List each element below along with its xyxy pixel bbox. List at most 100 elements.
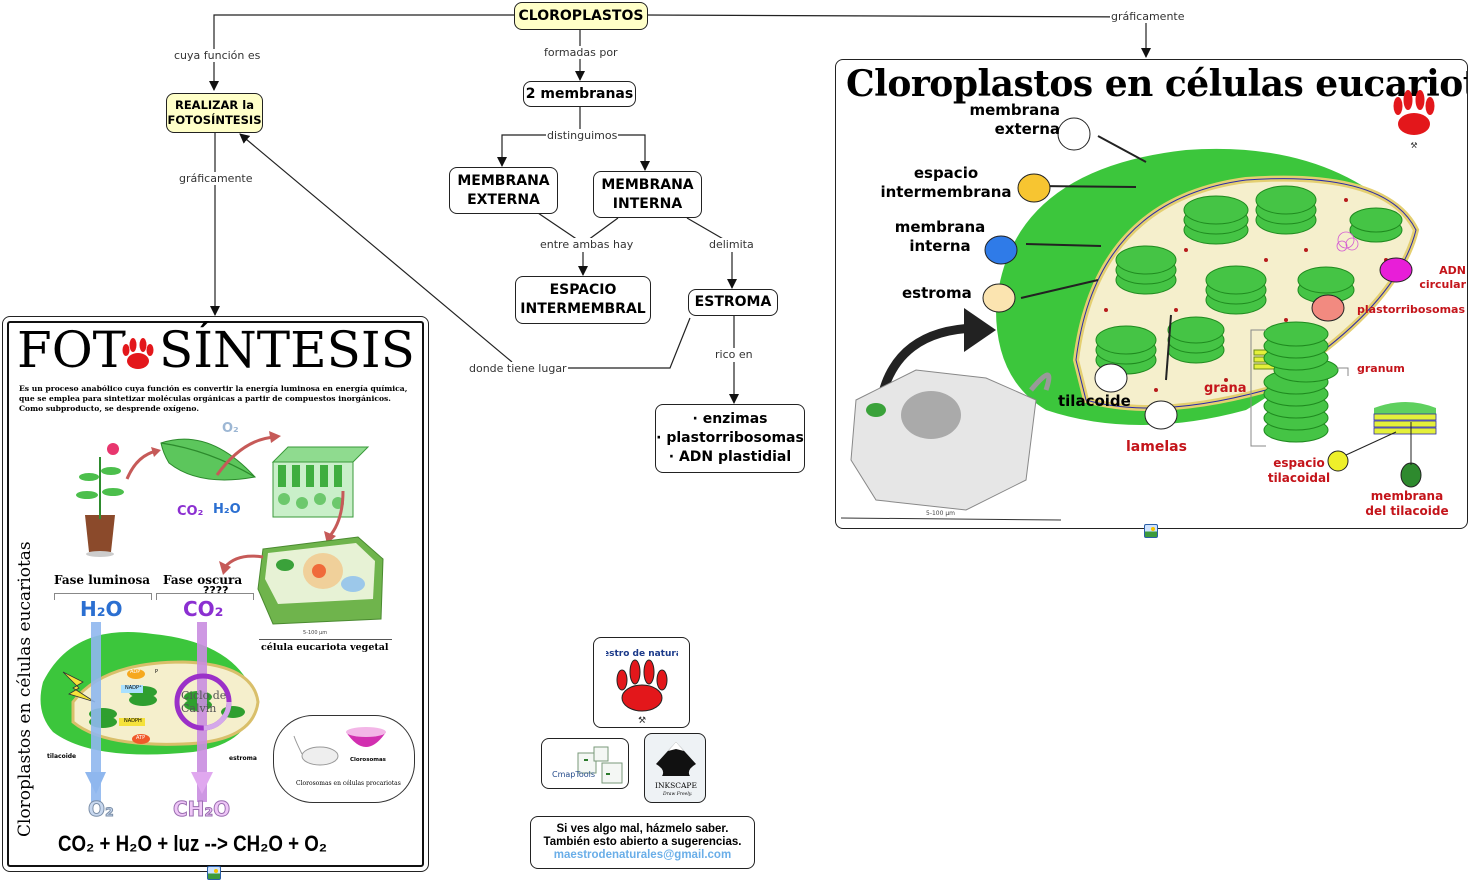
maestro-naturales-logo-box[interactable]: maestro de naturales ⚒	[593, 637, 690, 728]
plant-illustration	[76, 443, 124, 557]
inkscape-tagline: Draw Freely.	[663, 792, 693, 797]
maestro-arc-text: maestro de naturales	[606, 649, 678, 659]
label-membrana-tilacoide: membrana del tilacoide	[1365, 489, 1449, 518]
label-rico-en: rico en	[714, 348, 754, 361]
label-membrana-interna: membrana interna	[894, 218, 986, 255]
node-estroma[interactable]: ESTROMA	[688, 289, 778, 316]
photosynthesis-equation: CO₂ + H₂O + luz --> CH₂O + O₂	[58, 831, 328, 856]
arrow-cell-chloroplast	[219, 554, 264, 575]
vertical-chloroplast-title: Cloroplastos en células eucariotas	[15, 541, 35, 837]
tilacoide-label: tilacoide	[47, 753, 77, 760]
node-espacio-intermembral[interactable]: ESPACIO INTERMEMBRAL	[515, 276, 651, 324]
hand-tilacoide	[1094, 363, 1128, 393]
link-donde-realizar	[239, 133, 513, 363]
node-cloroplastos[interactable]: CLOROPLASTOS	[514, 2, 648, 30]
hand-membrana-interna	[984, 235, 1018, 265]
co2-input-label: CO₂	[183, 597, 224, 621]
fotosintesis-description: Es un proceso anabólico cuya función es …	[19, 384, 408, 413]
label-delimita: delimita	[708, 238, 755, 251]
node-realizar-fotosintesis[interactable]: REALIZAR la FOTOSÍNTESIS	[166, 93, 263, 133]
label-cuya-funcion: cuya función es	[173, 49, 262, 62]
node-membrana-interna[interactable]: MEMBRANA INTERNA	[593, 171, 702, 218]
label-graficamente-right: gráficamente	[1110, 10, 1186, 23]
link-ext-entre	[537, 212, 579, 241]
label-estroma: estroma	[902, 284, 972, 302]
plant-cell-illustration	[257, 536, 384, 625]
clorosomas-box: Clorosomas Clorosomas en células procari…	[273, 715, 415, 803]
cmaptools-logo-box[interactable]: CmapTools	[541, 738, 629, 789]
link-cloro-funcion	[209, 14, 514, 91]
label-granum: granum	[1357, 362, 1405, 375]
arrow-plant-leaf	[125, 447, 161, 480]
ch2o-output-label: CH₂O	[172, 797, 231, 822]
estroma-label-small: estroma	[229, 755, 257, 762]
adp-label: ADP	[130, 669, 141, 675]
label-adn-circular: ADN circular	[1419, 264, 1466, 291]
contact-line-2: También esto abierto a sugerencias.	[543, 836, 742, 848]
link-estroma-donde	[562, 317, 691, 369]
label-graficamente-left: gráficamente	[178, 172, 254, 185]
clorosomas-caption: Clorosomas en células procariotas	[296, 780, 401, 787]
fase-oscura-label: Fase oscura	[163, 573, 243, 587]
cell-scale-label: 5-100 µm	[303, 630, 328, 636]
paw-logo-large: maestro de naturales ⚒	[606, 649, 678, 726]
paw-logo-small	[116, 331, 160, 375]
node-rico-lista[interactable]: · enzimas · plastorribosomas · ADN plast…	[655, 404, 805, 473]
hand-membrana-tilacoide	[1400, 462, 1422, 488]
label-formadas-por: formadas por	[543, 46, 619, 59]
fase-oscura-bracket	[156, 593, 254, 600]
label-espacio-tilacoidal: espacio tilacoidal	[1267, 456, 1331, 485]
fase-luminosa-bracket	[54, 593, 152, 600]
fase-luminosa-label: Fase luminosa	[54, 573, 151, 587]
contact-email[interactable]: maestrodenaturales@gmail.com	[553, 849, 732, 861]
image-resource-icon-right[interactable]	[1144, 524, 1158, 538]
calvin-cycle-label: Ciclo de Calvin	[181, 689, 227, 715]
inkscape-text: INKSCAPE	[655, 781, 697, 790]
contact-note: Si ves algo mal, házmelo saber. También …	[530, 816, 755, 869]
leaf-h2o-label: H₂O	[213, 502, 241, 517]
fotosintesis-image-panel[interactable]: FOT SÍNTESIS Es un proceso anabólico cuy…	[2, 316, 429, 872]
label-grana: grana	[1204, 381, 1247, 396]
atp-label: ATP	[136, 735, 146, 741]
link-int-entre	[587, 217, 619, 241]
panel-scale-label: 5-100 µm	[926, 510, 956, 517]
label-lamelas: lamelas	[1126, 439, 1187, 455]
cloroplasto-image-panel[interactable]: Cloroplastos en células eucariotas ⚒	[835, 59, 1468, 529]
cmaptools-diagram-icon	[577, 746, 623, 784]
o2-output-label: O₂	[88, 797, 115, 822]
inkscape-logo-box[interactable]: INKSCAPE Draw Freely.	[644, 733, 706, 803]
label-donde-tiene-lugar: donde tiene lugar	[468, 362, 568, 375]
svg-text:⚒: ⚒	[1410, 141, 1417, 150]
leaf-tissue-illustration	[271, 446, 370, 518]
contact-line-1: Si ves algo mal, házmelo saber.	[556, 823, 729, 835]
clorosoma-illustration	[346, 727, 386, 747]
hand-estroma	[982, 283, 1016, 313]
chloroplast-photosynthesis-diagram	[40, 622, 260, 802]
cloroplasto-panel-title: Cloroplastos en células eucariotas	[846, 63, 1468, 105]
clorosomas-label: Clorosomas	[350, 757, 386, 763]
hand-espacio-intermembrana	[1017, 173, 1051, 203]
leaf-illustration	[160, 438, 256, 481]
hand-espacio-tilacoidal	[1327, 450, 1349, 472]
fotosintesis-title-right: SÍNTESIS	[159, 321, 415, 379]
cell-scale-bar	[259, 639, 392, 640]
fotosintesis-title-left: FOT	[17, 321, 127, 379]
hand-lamelas	[1144, 400, 1178, 430]
hand-adn	[1379, 257, 1413, 283]
label-plastorribosomas: plastorribosomas	[1357, 303, 1466, 316]
label-tilacoide: tilacoide	[1058, 392, 1131, 410]
leaf-o2-label: O₂	[222, 421, 239, 436]
cell-caption: célula eucariota vegetal	[261, 642, 389, 653]
bacterium-illustration	[293, 735, 339, 766]
node-2-membranas[interactable]: 2 membranas	[523, 81, 636, 107]
nadp-label: NADP⁺	[125, 685, 142, 691]
label-membrana-externa: membrana externa	[969, 101, 1061, 138]
label-entre-ambas: entre ambas hay	[539, 238, 635, 251]
hand-membrana-externa	[1057, 117, 1091, 151]
image-resource-icon-left[interactable]	[207, 866, 221, 880]
node-membrana-externa[interactable]: MEMBRANA EXTERNA	[449, 167, 558, 214]
label-distinguimos: distinguimos	[546, 129, 619, 142]
nadph-label: NADPH	[124, 718, 142, 724]
hand-plastorribosomas	[1311, 294, 1345, 322]
cmaptools-text: CmapTools	[552, 770, 596, 779]
